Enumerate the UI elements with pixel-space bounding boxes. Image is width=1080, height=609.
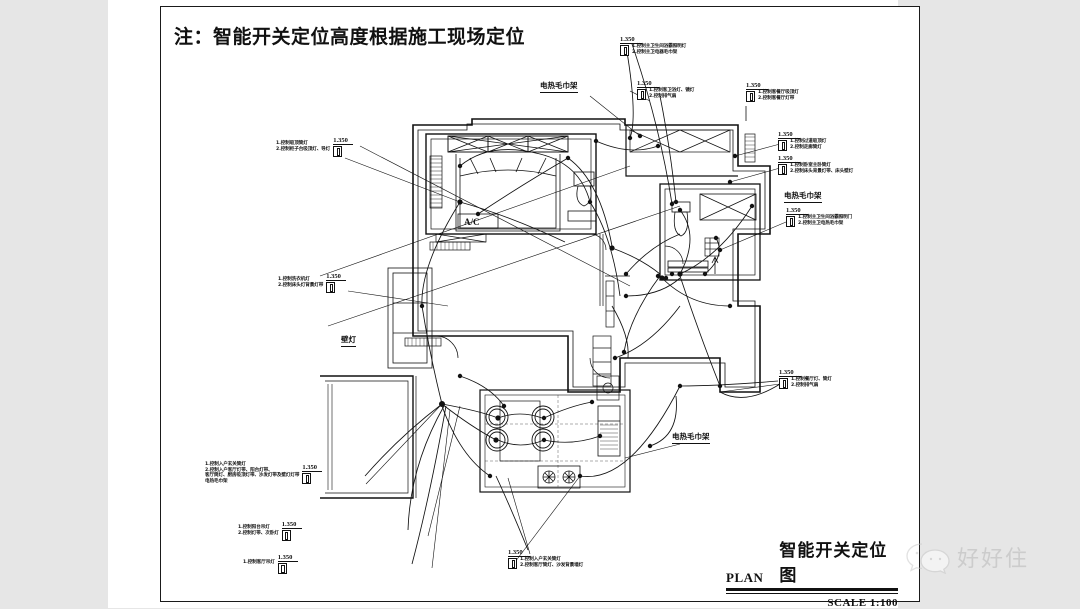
callout-line: 2.控制灯带、次卧灯 (238, 530, 279, 536)
callout-line: 2.控制客厅筒灯、沙发背景墙灯 (520, 562, 584, 568)
label-wall-lamp: 壁灯 (341, 334, 356, 347)
callout-line: 2.控制床头背景灯带、床头壁灯 (790, 168, 854, 174)
callout-line: 1.控制吸顶筒灯 (276, 141, 308, 146)
callout-line: 1.控制客餐厅吸顶灯 (758, 90, 799, 95)
callout-bottom-left-2: 1.控制阳台吊灯 2.控制灯带、次卧灯 1.350 (238, 521, 302, 541)
callout-line: 1.控制客厅吊灯 (243, 560, 275, 565)
dimension-value: 1.350 (778, 155, 793, 162)
callout-bottom-center: 1.350 1.控制入户玄关筒灯 2.控制客厅筒灯、沙发背景墙灯 (508, 549, 583, 569)
scale-label: SCALE 1:100 (827, 596, 898, 609)
dimension-value: 1.350 (326, 273, 341, 280)
plan-label: PLAN (726, 570, 764, 585)
callout-top-center: 1.350 1.控制主卫生间浴霸照明灯 2.控制主卫电器毛巾架 (620, 36, 686, 56)
title-block: PLAN 智能开关定位图 SCALE 1:100 (726, 536, 898, 609)
label-towel-rack-top: 电热毛巾架 (540, 80, 578, 93)
dimension-value: 1.350 (786, 207, 801, 214)
callout-line: 电热毛巾架 (205, 478, 228, 484)
callout-line: 1.控制过道吸顶灯 (790, 139, 827, 144)
callout-line: 1.控制洗衣机灯 (278, 277, 310, 282)
callout-line: 2.控制客餐厅灯带 (758, 95, 795, 101)
callout-line: 客厅筒灯、厨房吸顶灯带、沙发灯带及壁灯灯带 (205, 473, 300, 479)
callout-line: 2.控制主卫电器毛巾架 (632, 49, 678, 55)
switch-symbol-icon (786, 216, 795, 227)
switch-symbol-icon (778, 140, 787, 151)
callout-line: 1.控制客卫浴灯、镜灯 (649, 88, 695, 93)
callout-line: 2.控制主卫电热毛巾架 (798, 220, 844, 226)
callout-line: 2.控制入户客厅灯带、阳台灯带、 (205, 467, 273, 473)
switch-symbol-icon (778, 164, 787, 175)
drawing-title: 智能开关定位图 (779, 541, 888, 586)
dimension-value: 1.350 (302, 464, 317, 471)
callout-line: 1.控制主卫生间浴霸照明灯 (632, 44, 687, 49)
dimension-value: 1.350 (277, 554, 293, 561)
callout-top-right-1: 1.350 1.控制客餐厅吸顶灯 2.控制客餐厅灯带 (746, 82, 799, 102)
label-towel-rack-bottom: 电热毛巾架 (672, 431, 710, 444)
title-rule-thin (726, 592, 898, 594)
dimension-value: 1.350 (778, 131, 793, 138)
callout-bottom-left-3: 1.控制客厅吊灯 1.350 (243, 554, 298, 574)
callout-line: 2.控制柜子台吸顶灯、导灯 (276, 146, 331, 152)
callout-line: 1.控制卧室主卧筒灯 (790, 163, 831, 168)
callout-line: 1.控制阳台吊灯 (238, 525, 270, 530)
callout-line: 2.控制床头灯背景灯带 (278, 282, 324, 288)
floor-plan-drawing (319, 43, 787, 569)
callout-line: 1.控制主卫生间浴霸照明门 (798, 215, 853, 220)
callout-right-lower: 1.350 1.控制餐厅灯、筒灯 2.控制排气扇 (779, 369, 832, 389)
dimension-value: 1.350 (333, 137, 348, 144)
dimension-value: 1.350 (508, 549, 523, 556)
dimension-value: 1.350 (779, 369, 794, 376)
title-rule (726, 588, 898, 591)
callout-line: 1.控制入户玄关筒灯 (520, 557, 561, 562)
switch-symbol-icon (281, 530, 291, 541)
callout-right-1: 1.350 1.控制过道吸顶灯 2.控制走廊筒灯 (778, 131, 826, 151)
callout-top-center-2: 1.350 1.控制客卫浴灯、镜灯 2.控制排气扇 (637, 80, 694, 100)
callout-line: 1.控制餐厅灯、筒灯 (791, 377, 832, 382)
label-ac-unit: A/C (464, 217, 480, 227)
switch-symbol-icon (302, 473, 312, 484)
switch-symbol-icon (746, 91, 755, 102)
switch-symbol-icon (637, 89, 646, 100)
watermark: 好好住 (905, 540, 1029, 574)
page-title: 注：智能开关定位高度根据施工现场定位 (174, 26, 526, 48)
callout-line: 1.控制入户玄关筒灯 (205, 462, 246, 467)
dimension-value: 1.350 (746, 82, 761, 89)
dimension-value: 1.350 (637, 80, 652, 87)
drawing-frame (160, 6, 920, 602)
callout-line: 2.控制走廊筒灯 (790, 144, 822, 150)
dimension-value: 1.350 (281, 521, 297, 528)
switch-symbol-icon (620, 45, 629, 56)
label-towel-rack-right: 电热毛巾架 (784, 190, 822, 203)
switch-symbol-icon (779, 378, 788, 389)
callout-left-corridor: 1.控制洗衣机灯 2.控制床头灯背景灯带 1.350 (278, 273, 347, 293)
switch-symbol-icon (333, 146, 343, 157)
callout-line: 2.控制排气扇 (791, 382, 819, 388)
callout-left-bedroom: 1.控制吸顶筒灯 2.控制柜子台吸顶灯、导灯 1.350 (276, 137, 354, 157)
dimension-value: 1.350 (620, 36, 635, 43)
switch-symbol-icon (508, 558, 517, 569)
callout-right-2: 1.350 1.控制卧室主卧筒灯 2.控制床头背景灯带、床头壁灯 (778, 155, 853, 175)
wechat-icon (906, 543, 950, 574)
switch-symbol-icon (277, 563, 287, 574)
switch-symbol-icon (326, 282, 336, 293)
watermark-text: 好好住 (957, 547, 1030, 572)
callout-line: 2.控制排气扇 (649, 93, 677, 99)
callout-bottom-left-1: 1.控制入户玄关筒灯 2.控制入户客厅灯带、阳台灯带、 客厅筒灯、厨房吸顶灯带、… (205, 462, 323, 484)
callout-right-towel: 1.350 1.控制主卫生间浴霸照明门 2.控制主卫电热毛巾架 (786, 207, 852, 227)
